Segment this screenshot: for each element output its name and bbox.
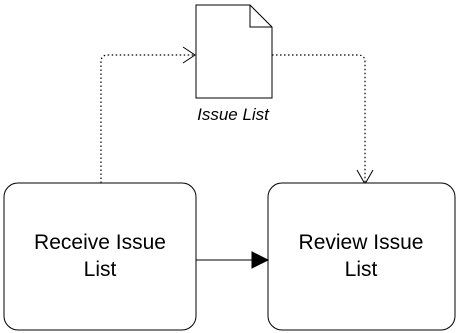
filled-arrowhead	[251, 251, 270, 269]
receive-box-label-line1: Receive Issue	[34, 231, 166, 254]
review-issue-list-box	[267, 182, 456, 331]
review-box-label-line2: List	[345, 258, 378, 281]
receive-box-label-line2: List	[84, 258, 117, 281]
document-icon	[195, 4, 273, 99]
review-box-label-line1: Review Issue	[299, 231, 424, 254]
document-label: Issue List	[197, 105, 270, 124]
receive-issue-list-box	[3, 182, 197, 331]
open-arrowhead-to-document	[182, 46, 196, 64]
dotted-flow-from-document	[272, 54, 366, 184]
dotted-flow-to-document	[100, 54, 195, 183]
